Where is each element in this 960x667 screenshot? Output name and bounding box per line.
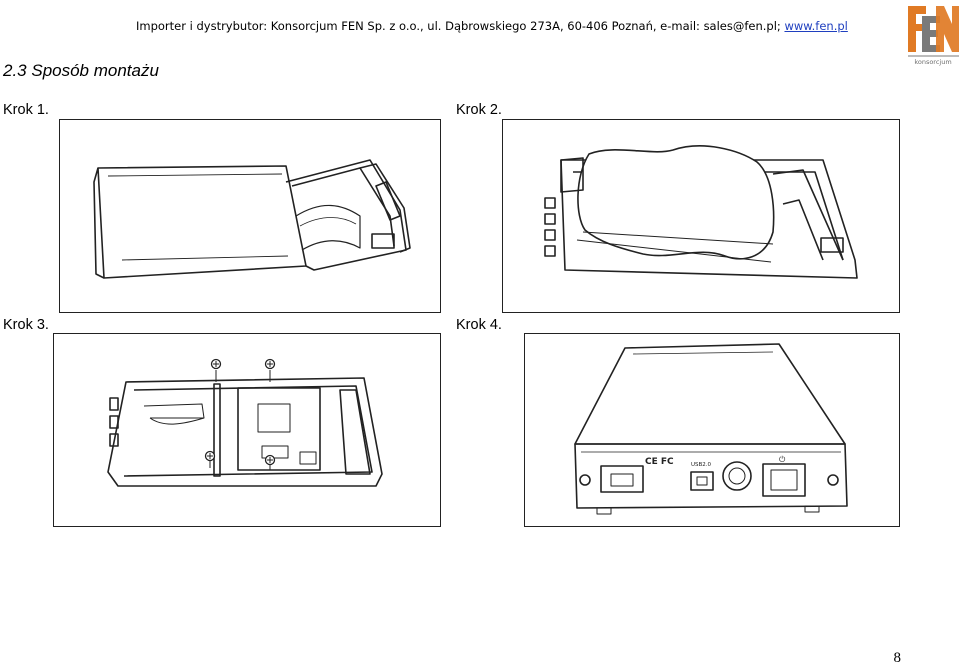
step-2-illustration	[544, 145, 858, 279]
step-1-label: Krok 1.	[3, 102, 49, 118]
header-link[interactable]: www.fen.pl	[784, 19, 848, 33]
svg-text:⏻: ⏻	[779, 455, 786, 464]
step-1-illustration	[93, 159, 411, 279]
section-title: 2.3 Sposób montażu	[3, 61, 159, 80]
header-text: Importer i dystrybutor: Konsorcjum FEN S…	[136, 19, 785, 33]
step-3-label: Krok 3.	[3, 317, 49, 333]
figure-step-3	[53, 333, 441, 527]
figure-step-2	[502, 119, 900, 313]
header-line: Importer i dystrybutor: Konsorcjum FEN S…	[136, 19, 848, 33]
figure-step-1	[59, 119, 441, 313]
fen-logo: konsorcjum	[904, 2, 960, 68]
step-3-illustration	[107, 358, 383, 487]
step-4-illustration: CE FC USB2.0 ⏻	[574, 343, 848, 515]
usb-port-label: USB2.0	[691, 462, 712, 468]
svg-text:CE FC: CE FC	[645, 457, 674, 467]
figure-step-4: CE FC USB2.0 ⏻	[524, 333, 900, 527]
page-number: 8	[893, 650, 902, 666]
logo-subtitle: konsorcjum	[914, 58, 951, 66]
step-4-label: Krok 4.	[456, 317, 502, 333]
step-2-label: Krok 2.	[456, 102, 502, 118]
